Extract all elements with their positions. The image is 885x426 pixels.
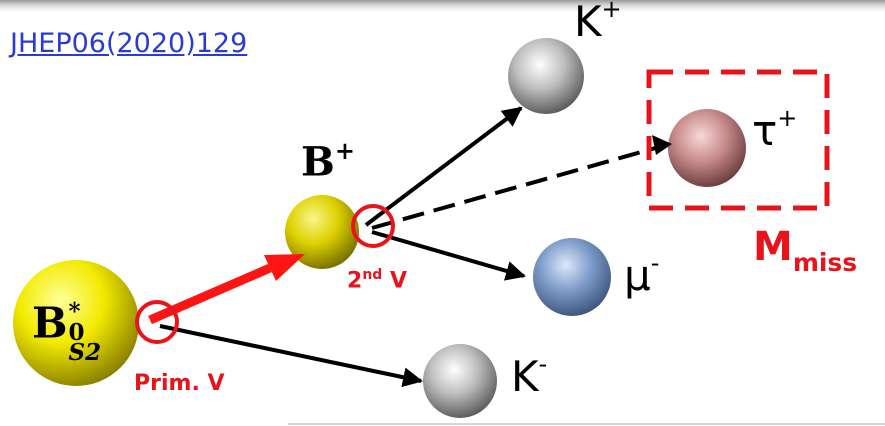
k-minus-ball — [423, 344, 497, 418]
tau-plus-label: τ+ — [752, 110, 797, 152]
red-arrow-head — [264, 254, 305, 281]
secondary-vertex-label: 2nd V — [347, 268, 407, 292]
k-plus-label: K+ — [574, 1, 622, 43]
k-minus-label: K- — [511, 356, 547, 398]
missing-mass-label: Mmiss — [753, 227, 857, 273]
mu-minus-ball — [533, 238, 611, 316]
b-plus-label: B+ — [301, 141, 355, 182]
tau-plus-ball — [668, 109, 746, 187]
bottom-divider — [288, 423, 885, 425]
k-plus-ball — [508, 38, 584, 114]
reference-link[interactable]: JHEP06(2020)129 — [10, 28, 247, 59]
primary-vertex-circle — [137, 302, 177, 342]
primary-vertex-label: Prim. V — [134, 373, 224, 395]
mu-minus-label: μ- — [624, 255, 659, 297]
red-flight-arrow — [150, 268, 270, 320]
